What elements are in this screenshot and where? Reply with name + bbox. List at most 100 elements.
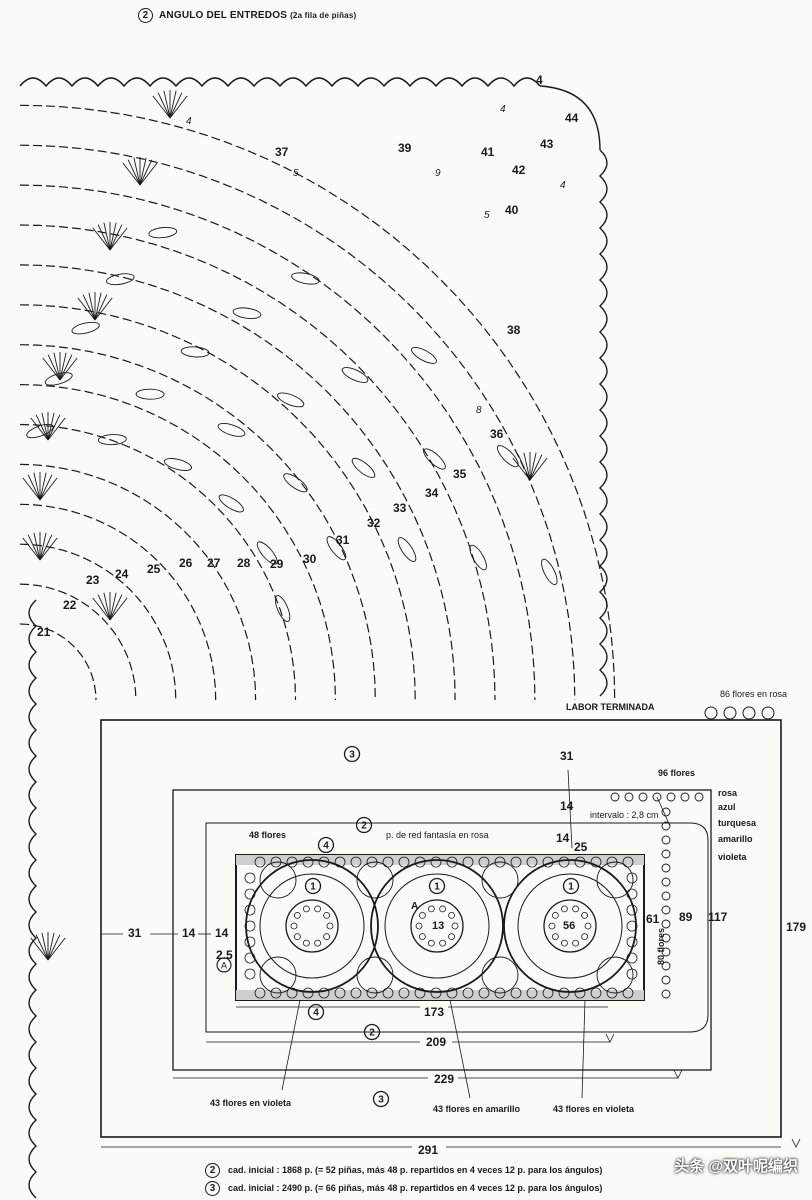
fan-stitch bbox=[109, 597, 128, 621]
fan-stitch bbox=[22, 537, 41, 561]
region-circle bbox=[317, 836, 335, 854]
motif-petal bbox=[439, 939, 447, 947]
fan-stitch bbox=[47, 417, 66, 441]
pineapple-oval bbox=[423, 448, 446, 470]
row-number: 41 bbox=[481, 145, 495, 159]
fan-stitch bbox=[39, 477, 58, 501]
flower-dot bbox=[510, 987, 522, 999]
pineapple-oval bbox=[148, 226, 178, 239]
dimension-lines bbox=[101, 933, 801, 1148]
pineapple-oval bbox=[411, 346, 437, 364]
pineapple-oval bbox=[97, 434, 127, 446]
fan-stitch bbox=[92, 597, 111, 621]
motif-petal bbox=[293, 933, 301, 940]
fan-stitch bbox=[41, 412, 49, 441]
interval-label: intervalo : 2,8 cm bbox=[590, 810, 659, 820]
motif-petal bbox=[561, 905, 568, 913]
row-number: 38 bbox=[507, 323, 521, 337]
small-rosette bbox=[356, 956, 394, 994]
fan-stitch bbox=[97, 224, 111, 251]
fan-stitch bbox=[47, 412, 55, 441]
fan-stitch bbox=[517, 454, 531, 481]
fan-stitch bbox=[169, 92, 183, 119]
row-number: 36 bbox=[490, 427, 504, 441]
fan-stitch bbox=[109, 592, 117, 621]
dim-arrow bbox=[791, 1138, 801, 1148]
flower-dot bbox=[526, 856, 538, 868]
flower-dot bbox=[254, 987, 266, 999]
row-number: 37 bbox=[275, 145, 289, 159]
fan-stitch bbox=[139, 157, 147, 186]
pineapple-oval bbox=[106, 273, 135, 286]
pineapple-oval bbox=[217, 423, 246, 437]
dim-arrow bbox=[605, 1033, 615, 1043]
motif-petal bbox=[561, 939, 568, 947]
row-number: 25 bbox=[147, 562, 161, 576]
region-number: 4 bbox=[323, 841, 329, 852]
fan-stitch bbox=[103, 592, 111, 621]
fan-stitch bbox=[39, 537, 58, 561]
motif-petal bbox=[581, 912, 588, 919]
leader-lines bbox=[281, 769, 671, 1099]
outer-corner-arc bbox=[539, 85, 601, 151]
title-subtitle: (2a fila de piñas) bbox=[290, 11, 357, 20]
fan-stitch bbox=[33, 532, 41, 561]
dim-179: 179 bbox=[786, 920, 806, 934]
leader-line bbox=[656, 796, 671, 827]
pineapple-oval bbox=[218, 494, 244, 513]
fan-stitch bbox=[33, 472, 41, 501]
region-circle bbox=[562, 877, 580, 895]
motif-petal bbox=[302, 905, 310, 913]
dim-117: 117 bbox=[708, 910, 728, 924]
fan-stitch bbox=[139, 159, 153, 186]
round-rect-inner bbox=[205, 822, 709, 1033]
layout-header: LABOR TERMINADA bbox=[566, 702, 655, 712]
bottom-label-violeta-right: 43 flores en violeta bbox=[553, 1104, 635, 1114]
chain-row bbox=[19, 623, 97, 701]
motif-petal bbox=[439, 905, 447, 913]
fan-stitch bbox=[512, 457, 531, 481]
flower-dot bbox=[286, 987, 298, 999]
fan-stitch bbox=[35, 414, 49, 441]
motif-petal bbox=[314, 905, 322, 913]
region-circle bbox=[428, 877, 446, 895]
fan-stitch bbox=[139, 162, 158, 186]
flower-dot bbox=[494, 856, 506, 868]
region-circle bbox=[363, 1023, 381, 1041]
motif-petal bbox=[584, 922, 592, 930]
flower-dot bbox=[244, 872, 256, 884]
chain-row bbox=[19, 344, 376, 701]
region-number: 3 bbox=[378, 1095, 384, 1106]
small-rosette bbox=[596, 956, 634, 994]
fan-stitch bbox=[94, 297, 113, 321]
flower-dot bbox=[318, 987, 330, 999]
motif-outer bbox=[370, 859, 504, 993]
pineapple-oval bbox=[351, 457, 376, 478]
chain-row bbox=[19, 144, 576, 701]
flower-dot bbox=[558, 987, 570, 999]
flowers-80-label: 80 flores bbox=[656, 928, 666, 965]
pineapple-oval bbox=[496, 445, 519, 468]
flower-dot bbox=[494, 987, 506, 999]
small-row-number: 4 bbox=[500, 104, 506, 115]
dim-173: 173 bbox=[424, 1005, 444, 1019]
pineapple-oval bbox=[341, 367, 369, 383]
fan-stitch bbox=[42, 357, 61, 381]
flower-dot bbox=[558, 856, 570, 868]
motif-core bbox=[285, 899, 339, 953]
fan-stitch bbox=[133, 157, 141, 186]
fan-stitch bbox=[169, 90, 177, 119]
flower-dot bbox=[694, 792, 704, 802]
region-number: 1 bbox=[568, 882, 574, 893]
motif-center-13: 13 bbox=[432, 920, 444, 932]
region-number: 1 bbox=[310, 882, 316, 893]
footer-text-2: cad. inicial : 1868 p. (= 52 piñas, más … bbox=[228, 1165, 603, 1175]
motif-outer bbox=[245, 859, 379, 993]
fan-stitch bbox=[47, 354, 61, 381]
flower-dot bbox=[661, 975, 671, 985]
